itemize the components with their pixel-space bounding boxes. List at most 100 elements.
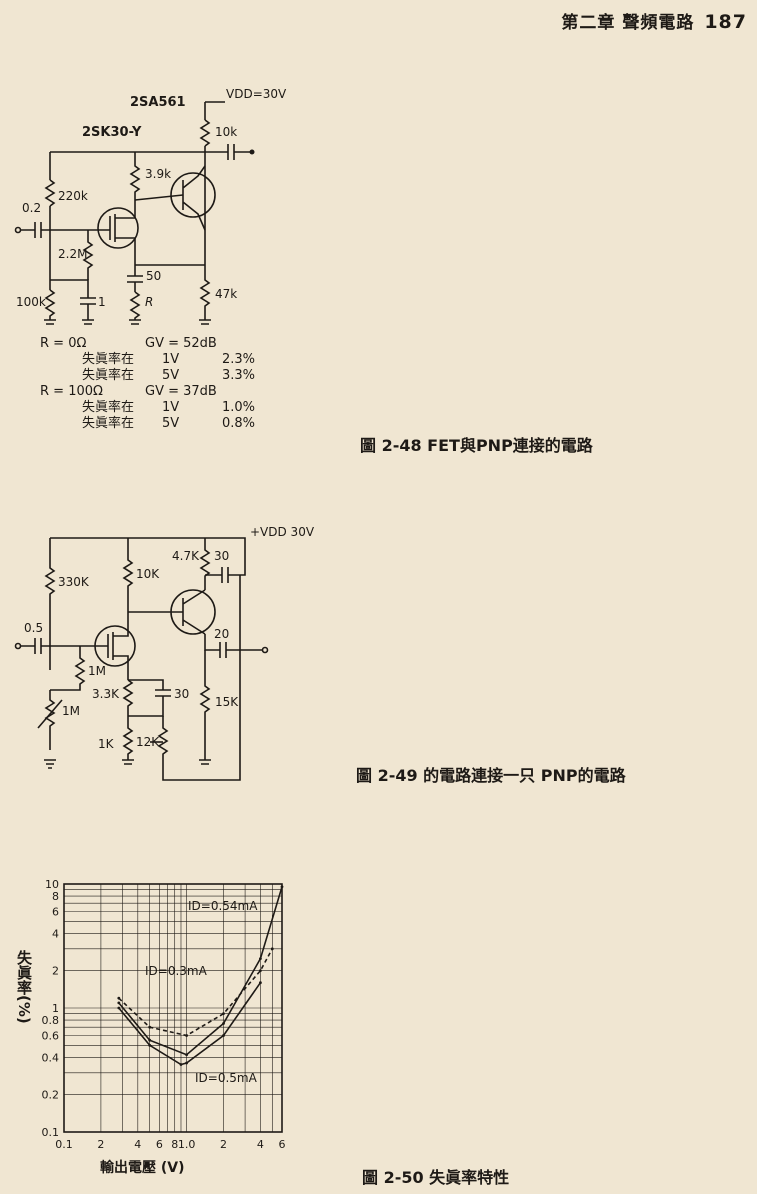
r33k-label: 3.3K xyxy=(92,687,120,701)
rR-label: R xyxy=(145,295,153,309)
chart-series xyxy=(117,885,284,1066)
r220k-label: 220k xyxy=(58,189,88,203)
resistor-4.7K xyxy=(199,538,211,590)
series-line-1 xyxy=(118,886,283,1056)
series-label-054: ID=0.54mA xyxy=(188,899,258,913)
cap-50 xyxy=(127,265,143,292)
series-point-3 xyxy=(185,1061,188,1065)
chapter-title: 第二章 聲頻電路 xyxy=(561,13,695,33)
cap-in-label-49: 0.5 xyxy=(24,621,43,635)
resistor-3.3K xyxy=(122,679,134,716)
y-tick-label: 0.2 xyxy=(42,1089,60,1102)
cap30mid-label: 30 xyxy=(174,687,189,701)
r47k-label-49: 4.7K xyxy=(172,549,200,563)
fet-label: 2SK30-Y xyxy=(82,125,142,140)
y-tick-label: 8 xyxy=(52,890,59,903)
chart-ylabel-1: 失眞率(%) xyxy=(15,949,33,1024)
y-tick-label: 2 xyxy=(52,965,59,978)
r100k-label: 100k xyxy=(16,295,46,309)
series-point-2 xyxy=(148,1025,152,1029)
x-tick-label: 4 xyxy=(257,1138,264,1151)
x-tick-label: 2 xyxy=(220,1138,227,1151)
r15k-label: 15K xyxy=(215,695,239,709)
cap-30-mid xyxy=(128,679,171,717)
y-tick-label: 0.1 xyxy=(42,1126,60,1139)
resistor-3.9k xyxy=(129,152,141,200)
chart-xlabel: 輸出電壓 (V) xyxy=(100,1159,185,1176)
x-tick-label: 4 xyxy=(134,1138,141,1151)
y-tick-label: 0.8 xyxy=(42,1014,60,1027)
y-tick-label: 1 xyxy=(52,1002,59,1015)
pot1m-label: 1M xyxy=(62,704,80,718)
fet-symbol xyxy=(97,207,139,249)
figure-2-48-schematic: 2SA561 2SK30-Y VDD=30V 10k 220k 3.9k 0.2… xyxy=(14,87,287,325)
series-point-1 xyxy=(280,885,284,889)
resistor-10k xyxy=(199,119,211,147)
series-point-3 xyxy=(117,1006,121,1010)
resistor-12K xyxy=(157,575,241,781)
resistor-330K xyxy=(44,538,56,670)
series-point-3 xyxy=(222,1034,225,1037)
page-number: 187 xyxy=(704,11,747,33)
series-point-2 xyxy=(270,947,274,951)
r10k-label: 10k xyxy=(215,125,237,139)
vdd-label-49: +VDD 30V xyxy=(250,525,315,539)
y-tick-label: 0.6 xyxy=(42,1030,60,1043)
series-line-2 xyxy=(118,948,274,1037)
series-point-1 xyxy=(117,1001,121,1005)
cap-in-label: 0.2 xyxy=(22,201,41,215)
y-tick-label: 0.4 xyxy=(42,1051,60,1064)
page-header: 第二章 聲頻電路 187 xyxy=(561,8,747,33)
chart-grid xyxy=(63,883,283,1133)
series-line-3 xyxy=(118,982,262,1066)
series-point-2 xyxy=(259,969,262,973)
fig50-caption: 圖 2-50 失眞率特性 xyxy=(362,1168,510,1187)
x-tick-label: 2 xyxy=(97,1138,104,1151)
series-point-1 xyxy=(259,957,262,961)
cap30top-label: 30 xyxy=(214,549,229,563)
series-point-1 xyxy=(222,1022,225,1025)
series-label-05: ID=0.5mA xyxy=(195,1071,258,1085)
series-point-2 xyxy=(185,1034,188,1037)
r47k-label: 47k xyxy=(215,287,237,301)
cap1-label: 1 xyxy=(98,295,106,309)
cap-30-top xyxy=(205,560,246,583)
series-point-3 xyxy=(259,981,262,985)
cap-1 xyxy=(80,295,96,320)
resistor-R xyxy=(129,291,141,320)
series-point-2 xyxy=(117,996,121,1000)
fig48-caption: 圖 2-48 FET與PNP連接的電路 xyxy=(360,436,593,455)
series-point-2 xyxy=(222,1012,225,1016)
figure-2-49-schematic: +VDD 30V 330K 10K 4.7K 30 20 15K 0.5 1M xyxy=(14,525,315,781)
series-point-3 xyxy=(148,1043,152,1047)
series-point-1 xyxy=(185,1053,188,1057)
x-tick-label: 1.0 xyxy=(178,1138,196,1151)
cap50-label: 50 xyxy=(146,269,161,283)
r1k-label: 1K xyxy=(98,737,115,751)
r22m-label: 2.2M xyxy=(58,247,87,261)
resistor-47k xyxy=(199,230,211,320)
y-tick-label: 6 xyxy=(52,906,59,919)
x-tick-label: 8 xyxy=(171,1138,178,1151)
y-tick-label: 4 xyxy=(52,927,59,940)
r1m-label: 1M xyxy=(88,664,106,678)
fig49-caption: 圖 2-49 的電路連接一只 PNP的電路 xyxy=(356,766,626,785)
cap20-label: 20 xyxy=(214,627,229,641)
r39k-label: 3.9k xyxy=(145,167,171,181)
vdd-label: VDD=30V xyxy=(226,87,287,101)
potentiometer-1M xyxy=(44,690,56,750)
resistor-15K xyxy=(199,650,211,760)
x-tick-label: 6 xyxy=(156,1138,163,1151)
resistor-10K xyxy=(122,538,134,612)
x-tick-label: 6 xyxy=(279,1138,286,1151)
resistor-1K xyxy=(122,716,134,760)
y-tick-label: 10 xyxy=(45,878,59,891)
